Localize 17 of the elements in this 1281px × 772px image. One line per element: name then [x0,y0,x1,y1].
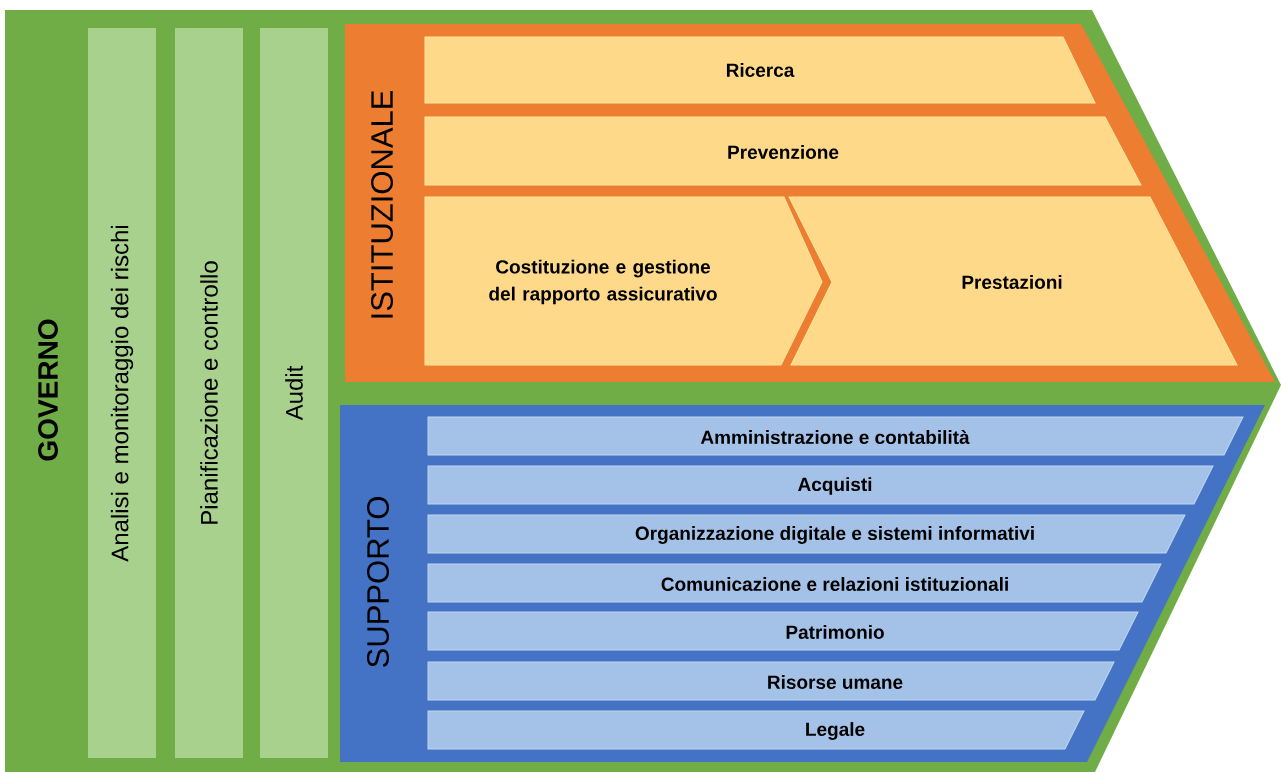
slanted-band: Legale [427,710,1085,750]
slanted-band: Risorse umane [427,661,1115,701]
slanted-band: Amministrazione e contabilità [427,416,1244,456]
section-heading: ISTITUZIONALE [371,90,393,318]
slanted-band: Acquisti [427,465,1214,505]
vertical-bar: Audit [260,28,328,758]
chevron-box: Prestazioni [788,196,1238,366]
slanted-band: Ricerca [424,36,1096,104]
section-heading: SUPPORTO [367,497,389,667]
chevron-box: Costituzione e gestione del rapporto assicurativo [424,196,823,366]
vertical-bar: Analisi e monitoraggio dei rischi [88,28,156,758]
section-heading: GOVERNO [38,319,58,461]
slanted-band: Comunicazione e relazioni istituzionali [427,563,1162,603]
vertical-bar: Pianificazione e controllo [175,28,243,758]
slanted-band: Patrimonio [427,611,1139,651]
slanted-band: Organizzazione digitale e sistemi informativi [427,514,1186,554]
slanted-band: Prevenzione [424,116,1142,186]
